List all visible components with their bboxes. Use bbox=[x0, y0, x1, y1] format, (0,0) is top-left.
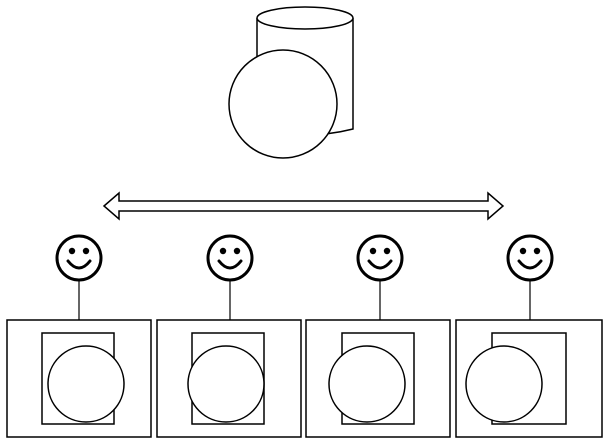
smiley-face-icon bbox=[206, 234, 254, 282]
server-group bbox=[228, 6, 354, 159]
face-eye-left bbox=[68, 247, 76, 255]
double-headed-arrow-icon bbox=[102, 191, 505, 221]
face-outline bbox=[356, 234, 404, 282]
face-eye-right bbox=[233, 247, 241, 255]
user-unit-4 bbox=[455, 234, 603, 438]
face-smile bbox=[217, 259, 243, 270]
client-circle bbox=[465, 345, 543, 423]
face-outline bbox=[506, 234, 554, 282]
client-circle bbox=[187, 345, 265, 423]
face-eye-left bbox=[369, 247, 377, 255]
face-eye-right bbox=[533, 247, 541, 255]
face-smile bbox=[367, 259, 393, 270]
face-eye-right bbox=[82, 247, 90, 255]
face-smile bbox=[66, 259, 92, 270]
client-circle bbox=[47, 345, 125, 423]
face-eye-left bbox=[519, 247, 527, 255]
face-eye-right bbox=[383, 247, 391, 255]
client-circle bbox=[328, 345, 406, 423]
face-eye-left bbox=[219, 247, 227, 255]
face-outline bbox=[206, 234, 254, 282]
face-smile bbox=[517, 259, 543, 270]
smiley-face-icon bbox=[356, 234, 404, 282]
face-outline bbox=[55, 234, 103, 282]
server-circle bbox=[228, 49, 338, 159]
smiley-face-icon bbox=[506, 234, 554, 282]
smiley-face-icon bbox=[55, 234, 103, 282]
user-unit-1 bbox=[6, 234, 152, 438]
user-unit-2 bbox=[156, 234, 302, 438]
users-layer bbox=[6, 234, 603, 438]
user-unit-3 bbox=[305, 234, 451, 438]
